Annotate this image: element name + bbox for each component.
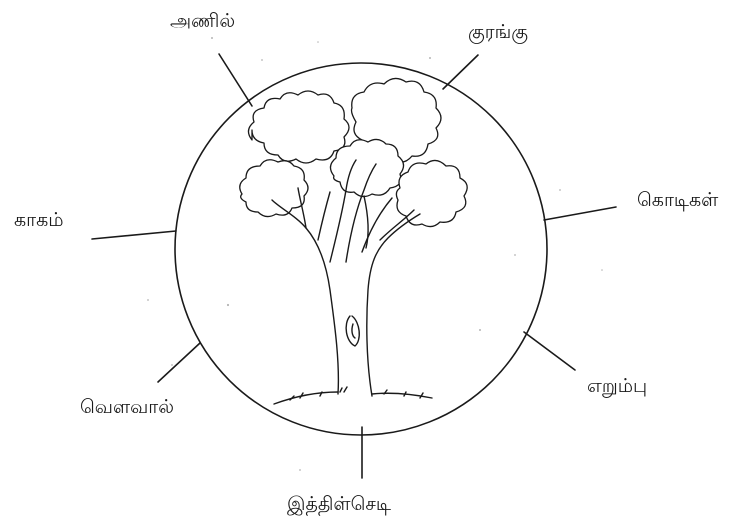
spoke-bottom-right bbox=[524, 332, 575, 370]
spoke-right bbox=[544, 207, 616, 220]
ground bbox=[274, 387, 432, 404]
tree-illustration bbox=[240, 78, 467, 404]
label-top-right: குரங்கு bbox=[468, 21, 528, 44]
label-left: காகம் bbox=[14, 209, 64, 231]
spoke-top-left bbox=[219, 54, 252, 106]
label-right: கொடிகள் bbox=[637, 189, 719, 211]
label-bottom-left: வௌவால் bbox=[80, 396, 174, 418]
spoke-left bbox=[92, 231, 176, 239]
trunk-knot bbox=[346, 316, 359, 346]
label-top-left: அணில் bbox=[170, 10, 235, 32]
label-bottom: இத்திள்செடி bbox=[287, 493, 391, 516]
tree-canopy bbox=[240, 78, 467, 226]
spoke-bottom-left bbox=[158, 343, 200, 382]
label-bottom-right: எறும்பு bbox=[587, 375, 647, 398]
